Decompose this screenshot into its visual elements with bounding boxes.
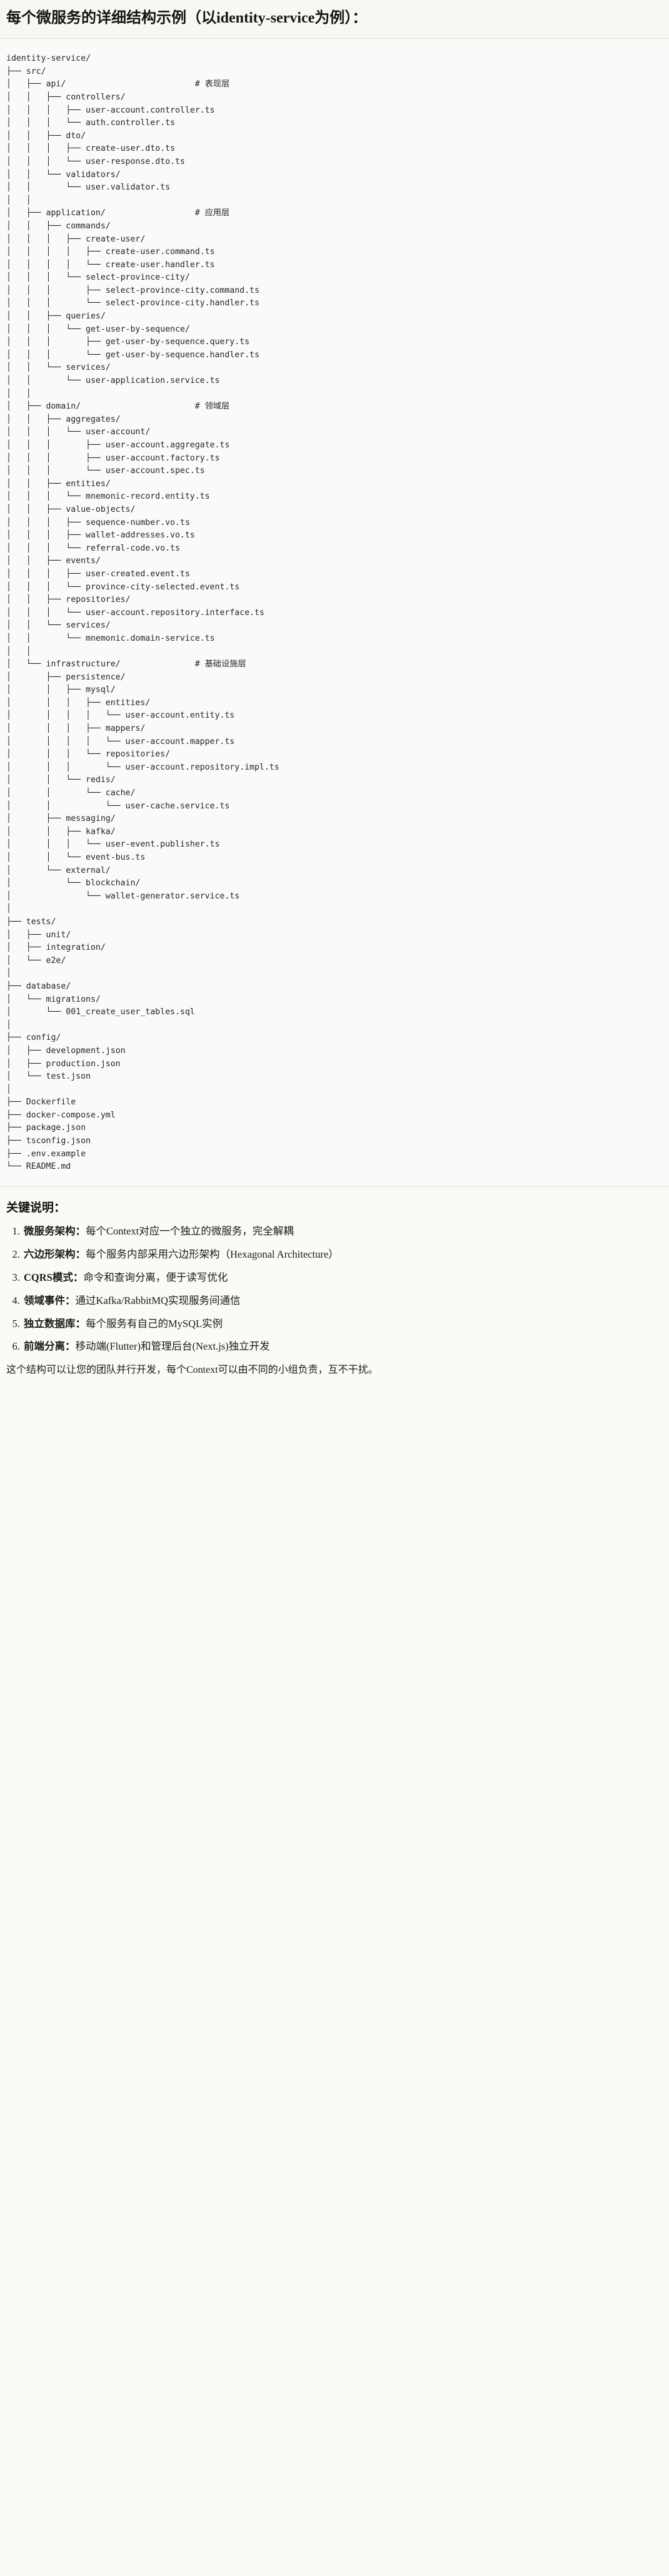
key-point-separator: ： [65,1294,76,1306]
key-point-term: 微服务架构 [24,1224,76,1237]
key-point-term: 独立数据库 [24,1317,76,1330]
directory-tree: identity-service/ ├── src/ │ ├── api/ # … [6,54,279,1172]
key-point-description: 每个Context对应一个独立的微服务，完全解耦 [86,1224,294,1237]
key-point-separator: ： [75,1248,86,1260]
closing-paragraph: 这个结构可以让您的团队并行开发，每个Context可以由不同的小组负责，互不干扰… [6,1365,378,1376]
key-point-term: CQRS模式 [24,1271,73,1283]
document-page: 每个微服务的详细结构示例（以identity-service为例）： ident… [0,0,669,1384]
key-point-separator: ： [65,1340,76,1353]
list-item: CQRS模式：命令和查询分离，便于读写优化 [23,1270,663,1285]
key-point-description: 每个服务内部采用六边形架构（Hexagonal Architecture） [86,1248,339,1260]
key-points-list: 微服务架构：每个Context对应一个独立的微服务，完全解耦 六边形架构：每个服… [6,1224,663,1355]
key-point-description: 通过Kafka/RabbitMQ实现服务间通信 [75,1294,241,1306]
page-title: 每个微服务的详细结构示例（以identity-service为例）： [6,10,368,26]
key-points-heading: 关键说明： [6,1201,66,1214]
list-item: 独立数据库：每个服务有自己的MySQL实例 [23,1316,663,1331]
key-point-term: 领域事件 [24,1294,65,1306]
key-point-separator: ： [75,1224,86,1237]
list-item: 微服务架构：每个Context对应一个独立的微服务，完全解耦 [23,1224,663,1239]
key-point-description: 移动端(Flutter)和管理后台(Next.js)独立开发 [75,1340,270,1353]
directory-tree-block: identity-service/ ├── src/ │ ├── api/ # … [0,39,669,1187]
key-point-separator: ： [75,1317,86,1330]
list-item: 前端分离：移动端(Flutter)和管理后台(Next.js)独立开发 [23,1339,663,1354]
list-item: 领域事件：通过Kafka/RabbitMQ实现服务间通信 [23,1293,663,1308]
key-point-description: 命令和查询分离，便于读写优化 [83,1271,228,1283]
list-item: 六边形架构：每个服务内部采用六边形架构（Hexagonal Architectu… [23,1247,663,1262]
key-point-description: 每个服务有自己的MySQL实例 [86,1317,223,1330]
key-point-term: 前端分离 [24,1340,65,1353]
key-points-section: 关键说明： 微服务架构：每个Context对应一个独立的微服务，完全解耦 六边形… [0,1187,669,1385]
key-point-term: 六边形架构 [24,1248,76,1260]
key-point-separator: ： [73,1271,84,1283]
document-header: 每个微服务的详细结构示例（以identity-service为例）： [0,0,669,39]
